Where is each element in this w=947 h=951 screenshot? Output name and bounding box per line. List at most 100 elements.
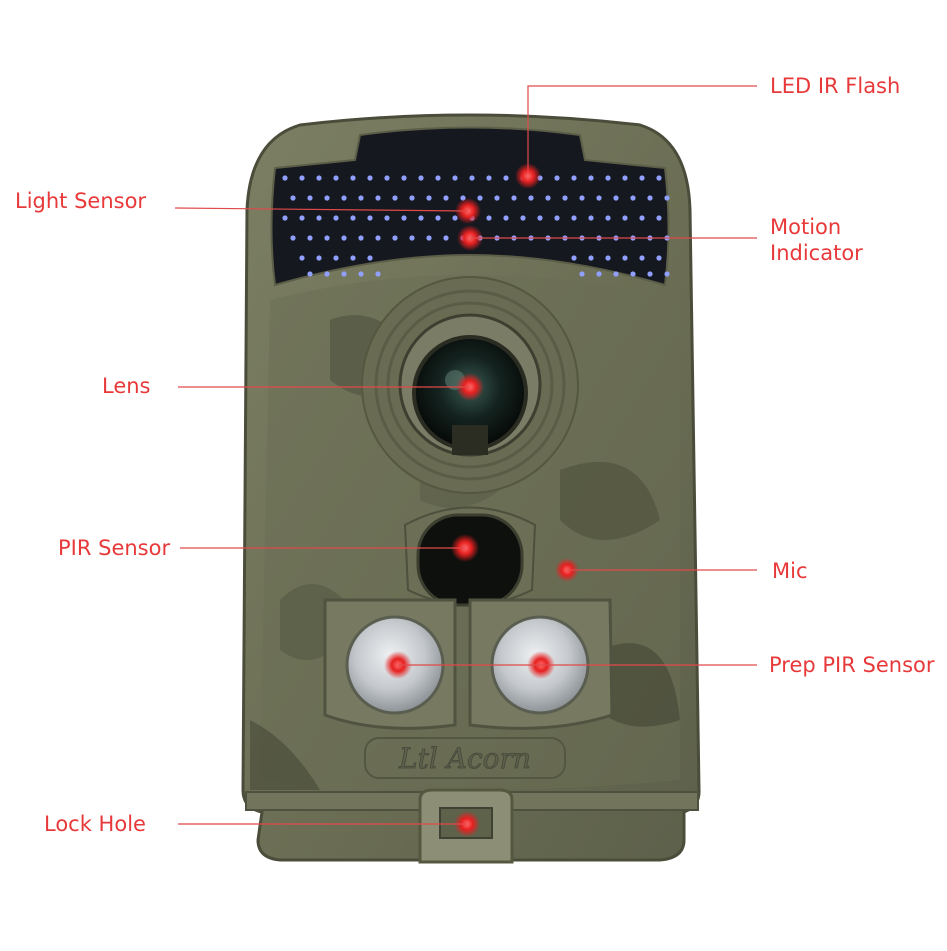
ir-led (613, 195, 619, 201)
ir-led (307, 235, 313, 241)
ir-led (384, 175, 390, 181)
ir-led (554, 175, 560, 181)
ir-led (316, 215, 322, 221)
ir-led (333, 215, 339, 221)
ir-led (307, 195, 313, 201)
ir-led (477, 195, 483, 201)
ir-led (324, 235, 330, 241)
ir-led (401, 215, 407, 221)
ir-led (605, 255, 611, 261)
ir-led (656, 175, 662, 181)
ir-led (639, 175, 645, 181)
ir-led (341, 235, 347, 241)
ir-led (562, 195, 568, 201)
ir-led (299, 215, 305, 221)
ir-led (605, 175, 611, 181)
ir-led (341, 271, 347, 277)
ir-led (443, 235, 449, 241)
ir-led (596, 195, 602, 201)
ir-led (486, 175, 492, 181)
ir-led (375, 195, 381, 201)
ir-led (435, 215, 441, 221)
ir-led (350, 215, 356, 221)
ir-led (622, 175, 628, 181)
ir-led (418, 215, 424, 221)
ir-led (299, 175, 305, 181)
ir-led (375, 271, 381, 277)
prep-pir-sensor-label: Prep PIR Sensor (769, 653, 935, 677)
ir-led (401, 175, 407, 181)
ir-led (443, 195, 449, 201)
ir-led (418, 175, 424, 181)
ir-led (579, 195, 585, 201)
ir-led (316, 255, 322, 261)
ir-led (571, 255, 577, 261)
ir-led (588, 175, 594, 181)
lens-label: Lens (102, 374, 151, 398)
ir-led (613, 271, 619, 277)
ir-led (588, 215, 594, 221)
leader-light-sensor (174, 207, 469, 212)
ir-led (528, 195, 534, 201)
mic-label: Mic (772, 559, 808, 583)
ir-led (588, 255, 594, 261)
ir-led (282, 175, 288, 181)
ir-led (358, 235, 364, 241)
ir-led (494, 195, 500, 201)
ir-led (630, 195, 636, 201)
ir-led (656, 215, 662, 221)
ir-led (426, 195, 432, 201)
ir-led (639, 255, 645, 261)
ir-led (664, 195, 670, 201)
ir-led (367, 215, 373, 221)
ir-led (409, 235, 415, 241)
lock-hole-label: Lock Hole (44, 812, 146, 836)
led-ir-flash-dot (515, 163, 541, 189)
ir-led (639, 215, 645, 221)
ir-led (571, 215, 577, 221)
ir-led (656, 255, 662, 261)
ir-led (333, 175, 339, 181)
ir-led (435, 175, 441, 181)
ir-led (350, 175, 356, 181)
ir-led (375, 235, 381, 241)
ir-led (367, 255, 373, 261)
leader-led-ir-flash (527, 85, 757, 172)
ir-led (350, 255, 356, 261)
ir-led (520, 215, 526, 221)
ir-led (630, 271, 636, 277)
ir-led (409, 195, 415, 201)
motion-indicator-label: Motion Indicator (770, 215, 863, 265)
ir-led (664, 271, 670, 277)
ir-led (469, 175, 475, 181)
ir-led (392, 235, 398, 241)
ir-led (384, 215, 390, 221)
ir-led (622, 255, 628, 261)
ir-led (341, 195, 347, 201)
pir-sensor-label: PIR Sensor (58, 536, 171, 560)
ir-led (358, 271, 364, 277)
ir-led (358, 195, 364, 201)
ir-led (503, 215, 509, 221)
ir-led (426, 235, 432, 241)
ir-led (596, 271, 602, 277)
ir-led (537, 215, 543, 221)
ir-led (452, 215, 458, 221)
ir-led (299, 255, 305, 261)
ir-led (333, 255, 339, 261)
led-ir-flash-label: LED IR Flash (770, 74, 901, 98)
ir-led (579, 271, 585, 277)
ir-led (324, 271, 330, 277)
ir-led (554, 215, 560, 221)
ir-led (290, 235, 296, 241)
ir-led (511, 195, 517, 201)
ir-led (605, 215, 611, 221)
ir-led (307, 271, 313, 277)
ir-led (503, 175, 509, 181)
light-sensor-label: Light Sensor (15, 189, 147, 213)
ir-led (622, 215, 628, 221)
ir-led (647, 195, 653, 201)
ir-led (452, 175, 458, 181)
